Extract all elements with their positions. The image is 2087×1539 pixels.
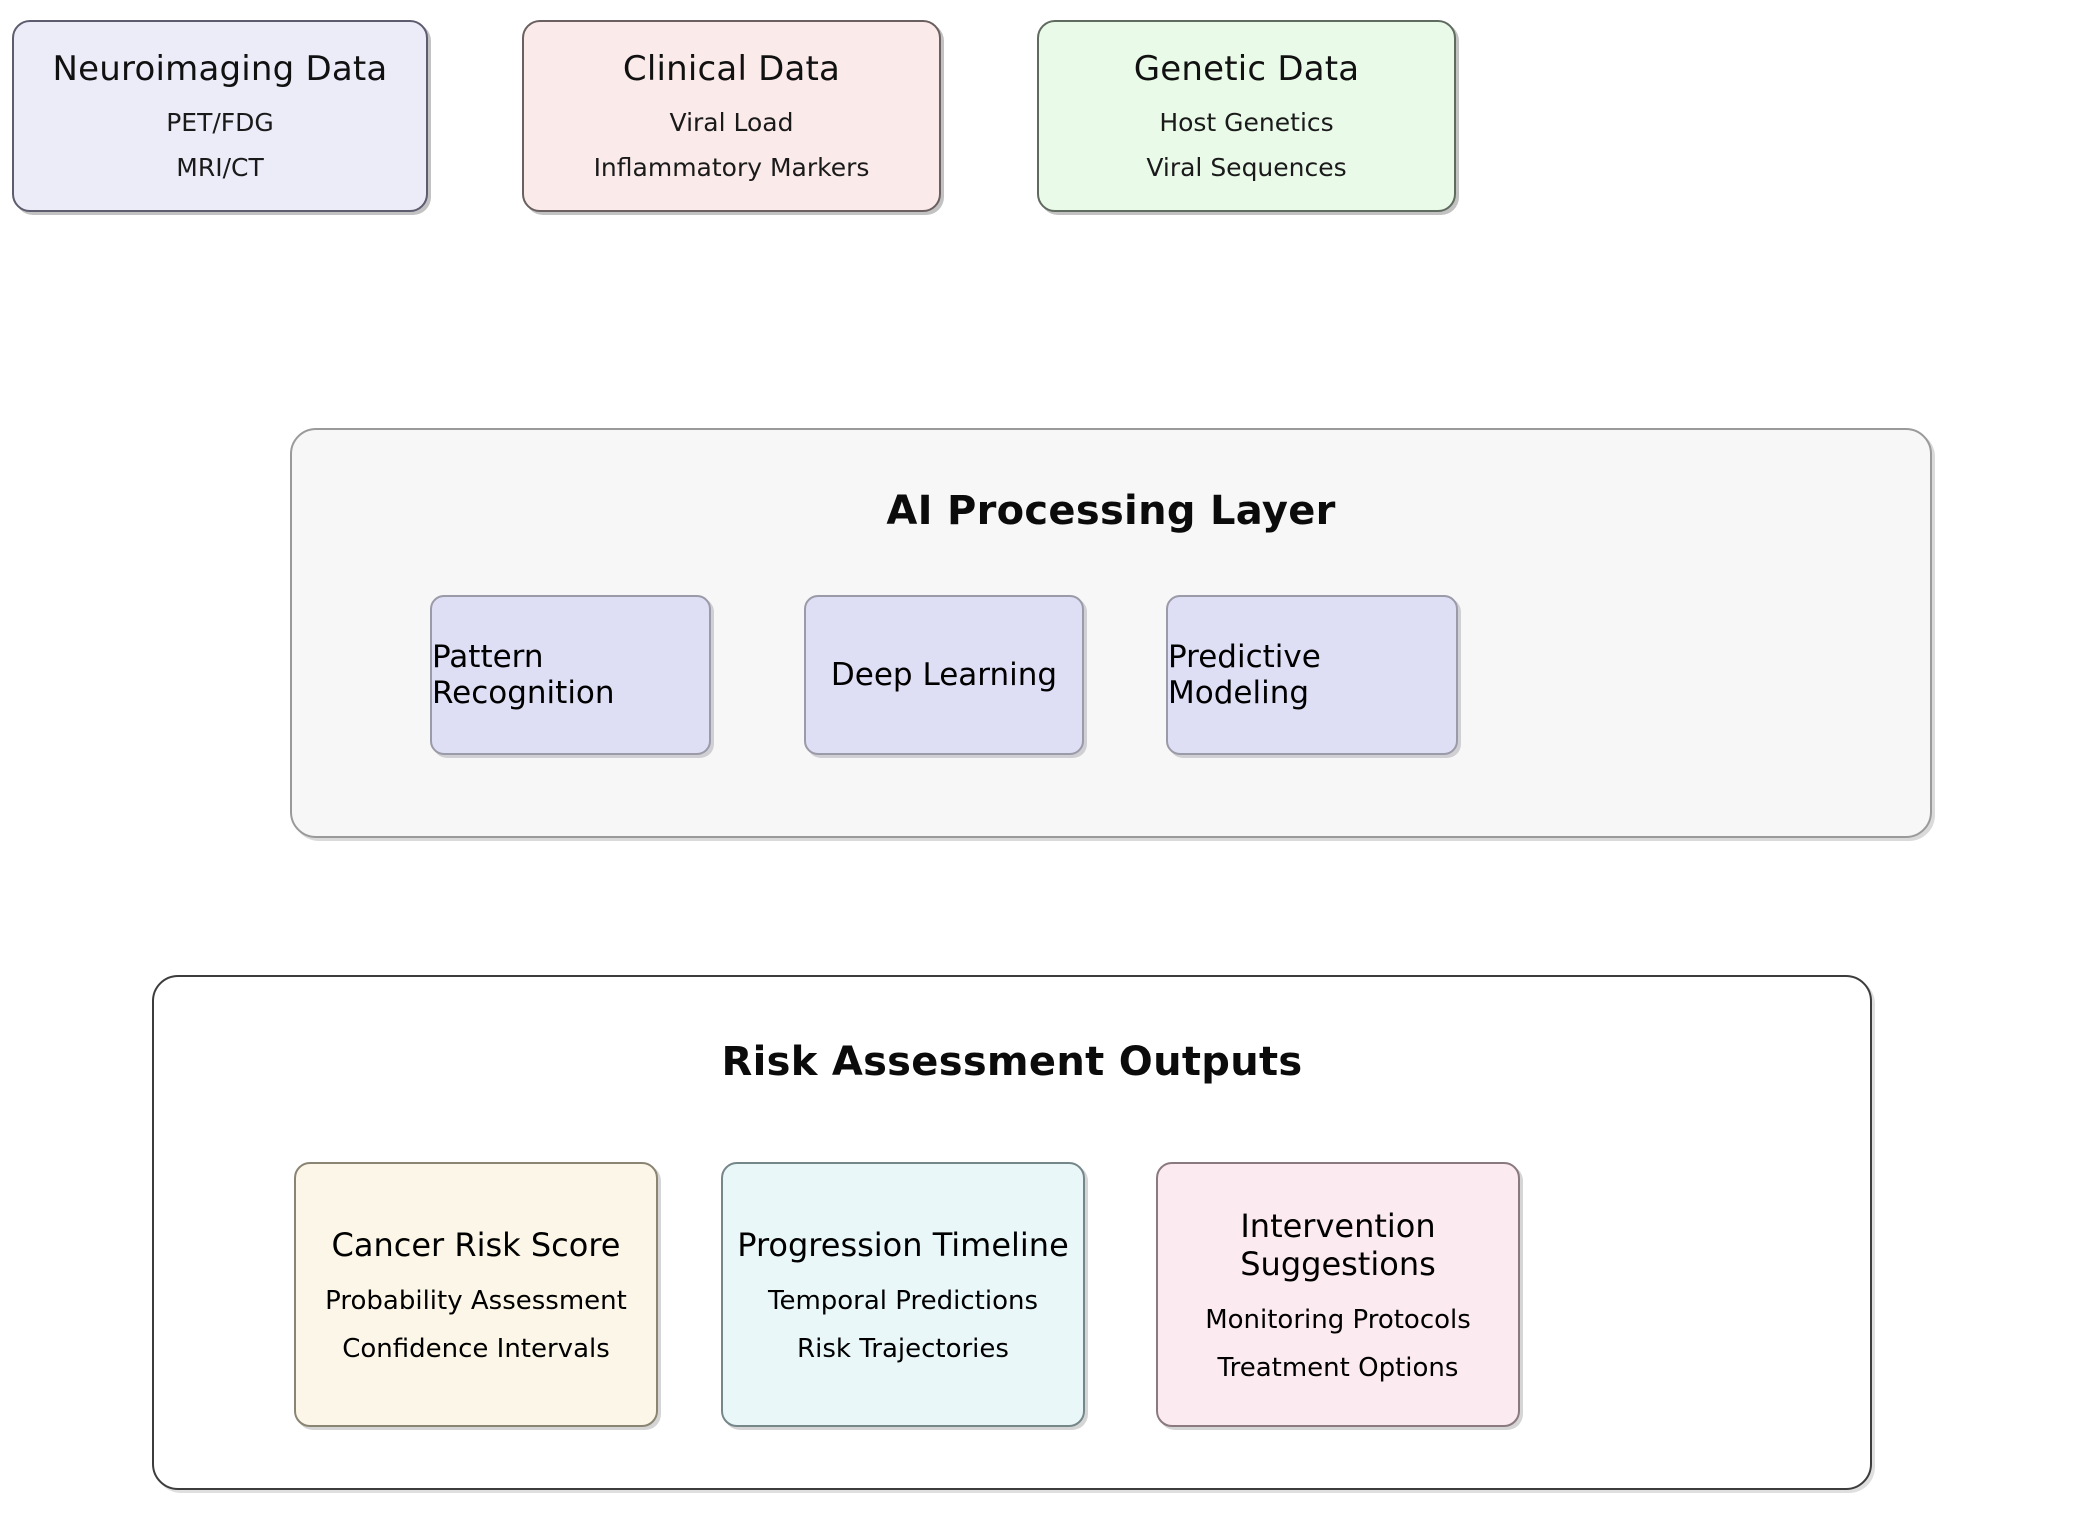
source-subtitle-1: Viral Load	[669, 107, 794, 137]
source-title: Genetic Data	[1133, 48, 1360, 89]
ai-node-label: Deep Learning	[830, 657, 1058, 693]
source-node-neuroimaging-data[interactable]: Neuroimaging Data PET/FDG MRI/CT	[12, 20, 428, 212]
source-subtitle-2: MRI/CT	[176, 152, 264, 182]
ai-processing-layer-title: AI Processing Layer	[886, 488, 1336, 534]
output-node-title: Progression Timeline	[737, 1225, 1069, 1264]
source-title: Clinical Data	[622, 48, 841, 89]
source-title: Neuroimaging Data	[52, 48, 388, 89]
source-subtitle-2: Viral Sequences	[1146, 152, 1347, 182]
output-node-subtitle-2: Confidence Intervals	[342, 1333, 610, 1364]
output-node-subtitle-1: Monitoring Protocols	[1205, 1304, 1471, 1335]
output-node-title: Cancer Risk Score	[331, 1225, 621, 1264]
source-subtitle-1: Host Genetics	[1159, 107, 1334, 137]
output-node-subtitle-1: Temporal Predictions	[767, 1285, 1039, 1316]
output-node-progression-timeline[interactable]: Progression Timeline Temporal Prediction…	[721, 1162, 1085, 1427]
source-node-clinical-data[interactable]: Clinical Data Viral Load Inflammatory Ma…	[522, 20, 941, 212]
ai-node-deep-learning[interactable]: Deep Learning	[804, 595, 1084, 755]
risk-assessment-outputs-container: Risk Assessment Outputs Cancer Risk Scor…	[152, 975, 1872, 1490]
output-node-subtitle-2: Risk Trajectories	[797, 1333, 1009, 1364]
source-node-genetic-data[interactable]: Genetic Data Host Genetics Viral Sequenc…	[1037, 20, 1456, 212]
output-node-cancer-risk-score[interactable]: Cancer Risk Score Probability Assessment…	[294, 1162, 658, 1427]
ai-node-pattern-recognition[interactable]: Pattern Recognition	[430, 595, 711, 755]
output-node-title: Intervention Suggestions	[1240, 1206, 1436, 1283]
output-node-subtitle-1: Probability Assessment	[325, 1285, 627, 1316]
ai-node-predictive-modeling[interactable]: Predictive Modeling	[1166, 595, 1458, 755]
source-subtitle-2: Inflammatory Markers	[593, 152, 870, 182]
ai-node-label: Pattern Recognition	[432, 639, 615, 711]
ai-node-label: Predictive Modeling	[1168, 639, 1321, 711]
ai-processing-layer-container: AI Processing Layer Pattern Recognition …	[290, 428, 1932, 838]
source-subtitle-1: PET/FDG	[166, 107, 274, 137]
output-node-subtitle-2: Treatment Options	[1217, 1352, 1459, 1383]
risk-assessment-outputs-title: Risk Assessment Outputs	[721, 1039, 1303, 1085]
output-node-intervention-suggestions[interactable]: Intervention Suggestions Monitoring Prot…	[1156, 1162, 1520, 1427]
